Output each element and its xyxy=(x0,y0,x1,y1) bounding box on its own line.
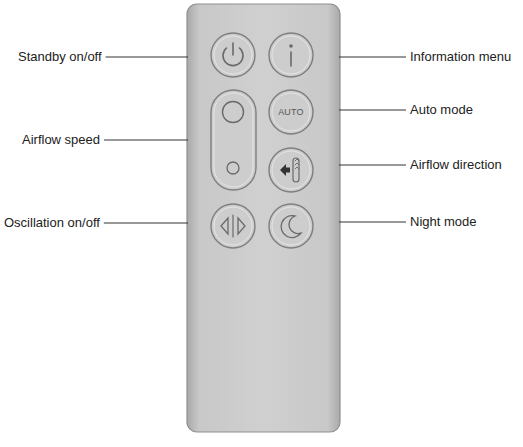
oscillation-button xyxy=(211,204,255,248)
auto-button: AUTO xyxy=(269,90,313,134)
callout-label: Auto mode xyxy=(410,102,473,118)
leader-line xyxy=(339,222,406,223)
leader-line xyxy=(339,57,406,58)
auto-button-base xyxy=(269,90,313,134)
callout-label: Oscillation on/off xyxy=(4,215,100,231)
speed-down-icon xyxy=(227,162,239,174)
callout-label: Airflow speed xyxy=(22,132,100,148)
leader-line xyxy=(106,57,188,58)
leader-line xyxy=(339,165,406,166)
moon-icon xyxy=(281,216,301,238)
speed-rocker xyxy=(211,90,256,190)
callout-label: Night mode xyxy=(410,214,476,230)
direction-button xyxy=(269,148,313,192)
callout-label: Standby on/off xyxy=(18,49,102,65)
remote-body xyxy=(187,4,340,432)
oscillation-icon xyxy=(221,218,228,234)
direction-icon xyxy=(293,158,299,182)
button-text: AUTO xyxy=(278,107,304,117)
leader-line xyxy=(339,110,406,111)
info-button xyxy=(269,33,313,77)
info-icon xyxy=(290,52,292,66)
leader-line xyxy=(104,140,188,141)
callout-label: Airflow direction xyxy=(410,157,502,173)
night-button xyxy=(269,204,313,248)
standby-button xyxy=(211,33,255,77)
callout-label: Information menu xyxy=(410,49,511,65)
leader-line xyxy=(104,223,188,224)
